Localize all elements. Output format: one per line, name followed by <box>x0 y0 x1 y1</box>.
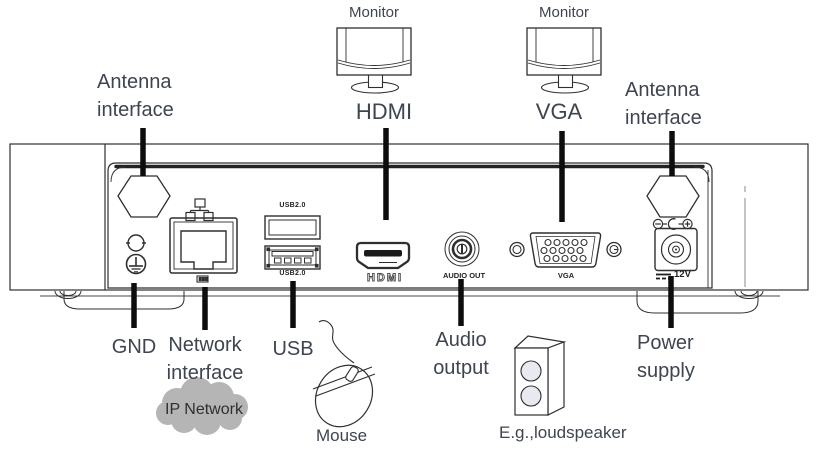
ip-network-cloud <box>156 377 248 435</box>
usb-top-port-label: USB2.0 <box>279 202 306 209</box>
loudspeaker-icon <box>513 335 567 416</box>
vga-port <box>509 232 622 268</box>
usb-label: USB <box>272 338 314 360</box>
monitor-right-label: Monitor <box>538 4 590 21</box>
antenna-port-left <box>117 175 171 218</box>
ground-symbol-icon <box>125 253 147 275</box>
monitor-left-label: Monitor <box>348 4 400 21</box>
chassis-feet <box>54 290 764 314</box>
monitor-left-icon <box>336 27 412 94</box>
monitor-right-icon <box>526 27 602 94</box>
ip-network-label: IP Network <box>165 401 243 418</box>
hdmi-callout-label: HDMI <box>355 99 413 124</box>
vga-callout-label: VGA <box>535 99 583 124</box>
power-voltage-label: 12V <box>674 269 691 280</box>
dip-switch-icon <box>196 275 209 283</box>
vga-port-label: VGA <box>557 271 575 280</box>
antenna-port-right <box>646 175 700 218</box>
loudspeaker-label: E.g.,loudspeaker <box>499 423 627 442</box>
gnd-label: GND <box>111 336 157 358</box>
mouse-icon <box>312 320 376 428</box>
hdmi-port: HDMI <box>355 241 411 284</box>
hdmi-molded-logo: HDMI <box>367 272 403 284</box>
audio-jack <box>444 231 480 267</box>
rj45-port <box>169 217 238 274</box>
audio-out-port-label: AUDIO OUT <box>442 271 486 280</box>
gnd-screw-icon <box>126 234 146 252</box>
power-polarity-icon <box>652 218 693 230</box>
usb-port-top <box>264 215 321 240</box>
usb-port-bottom <box>264 245 321 270</box>
power-jack <box>654 227 698 272</box>
mouse-label: Mouse <box>316 426 368 445</box>
usb-bottom-port-label: USB2.0 <box>279 270 306 277</box>
network-lan-icon <box>185 198 214 222</box>
chassis-outline <box>9 143 809 297</box>
